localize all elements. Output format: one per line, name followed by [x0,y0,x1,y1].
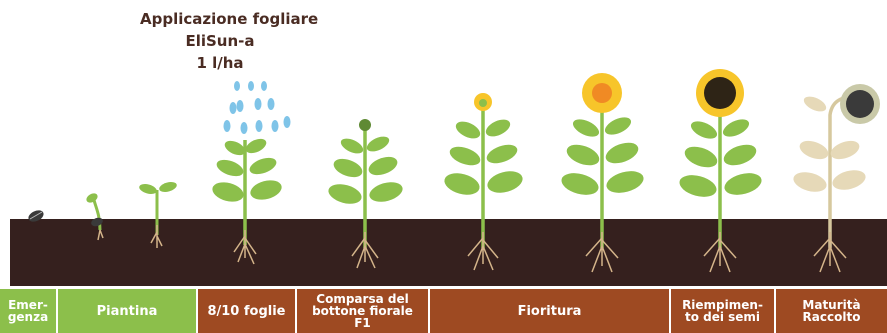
soil-band [10,219,887,286]
seed-icon [28,210,44,222]
application-dose: 1 l/ha [196,54,244,72]
stage-bar: Emer- genza Piantina 8/10 foglie Compars… [0,289,887,333]
flowering-plant-icon [561,73,644,273]
stage-emergence: Emer- genza [0,289,56,333]
stage-8-10-leaves: 8/10 foglie [198,289,295,333]
emerging-seedling-icon [86,193,104,241]
seedling-icon [139,182,177,248]
seed-filling-plant-icon [679,69,762,273]
stage-flower-bud: Comparsa del bottone fiorale F1 [297,289,428,333]
stage-seed-filling: Riempimen- to dei semi [671,289,774,333]
soil-divider [0,286,887,289]
product-name: EliSun-a [185,32,255,50]
water-drops-icon [223,81,291,134]
leafy-plant-icon [212,138,282,265]
stage-seedling: Piantina [58,289,196,333]
early-flower-plant-icon [444,93,523,271]
bud-plant-icon [328,119,403,269]
mature-plant-icon [793,84,880,273]
application-label: Applicazione fogliare EliSun-a 1 l/ha [140,8,319,74]
application-title: Applicazione fogliare [140,10,319,28]
stage-flowering: Fioritura [430,289,669,333]
stage-maturity-harvest: Maturità Raccolto [776,289,887,333]
